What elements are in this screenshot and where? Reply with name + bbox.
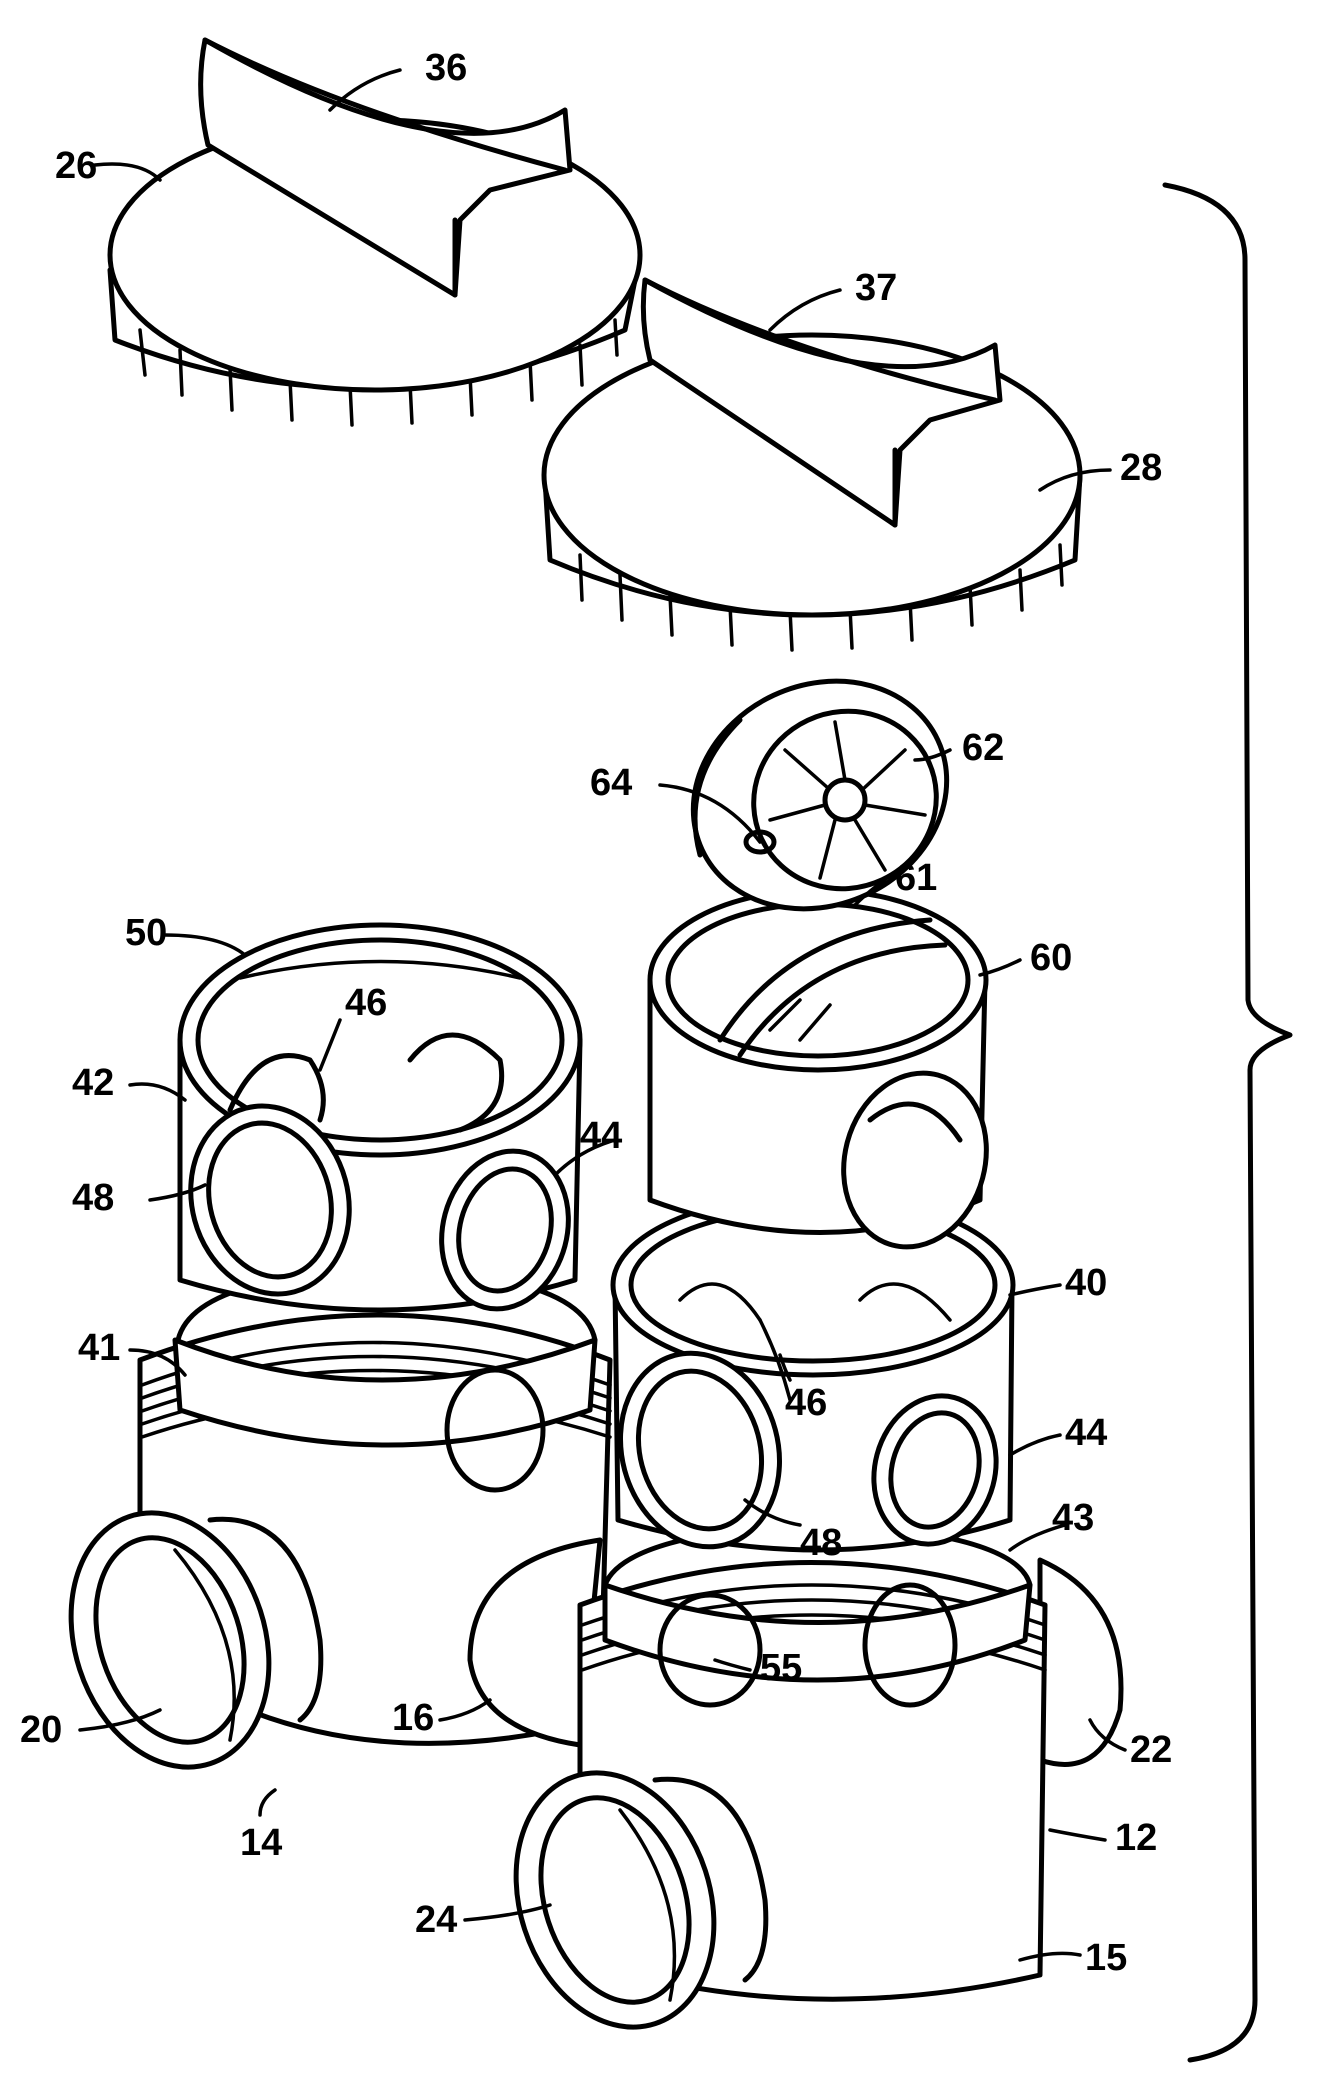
cap-26: [107, 37, 643, 427]
label-46-lower: 46: [785, 1382, 827, 1424]
label-26: 26: [55, 145, 97, 187]
housing-lug-22: [1037, 1557, 1124, 1767]
label-64: 64: [590, 762, 632, 804]
label-40: 40: [1065, 1262, 1107, 1304]
sleeve-43: [602, 1527, 1033, 1708]
label-37: 37: [855, 267, 897, 309]
label-36: 36: [425, 47, 467, 89]
reference-labels: 36 26 37 28 62 64 61 60 50 46 42 44 48 4…: [20, 47, 1172, 1979]
label-24: 24: [415, 1899, 457, 1941]
label-61: 61: [895, 857, 937, 899]
label-60: 60: [1030, 937, 1072, 979]
label-12: 12: [1115, 1817, 1157, 1859]
label-14: 14: [240, 1822, 282, 1864]
label-15: 15: [1085, 1937, 1127, 1979]
cylinder-42: [177, 922, 583, 1313]
label-48-upper: 48: [72, 1177, 114, 1219]
leader-lines: [78, 68, 1127, 1962]
cap-28: [541, 277, 1083, 652]
label-44-lower: 44: [1065, 1412, 1107, 1454]
label-55: 55: [760, 1647, 802, 1689]
label-50: 50: [125, 912, 167, 954]
label-20: 20: [20, 1709, 62, 1751]
label-46-upper: 46: [345, 982, 387, 1024]
disc-62: [690, 678, 950, 912]
label-43: 43: [1052, 1497, 1094, 1539]
label-28: 28: [1120, 447, 1162, 489]
cylinder-61: [647, 887, 989, 1250]
bracket-12: [1162, 182, 1293, 2063]
label-48-lower: 48: [800, 1522, 842, 1564]
label-44-upper: 44: [580, 1115, 622, 1157]
label-22: 22: [1130, 1729, 1172, 1771]
label-62: 62: [962, 727, 1004, 769]
cylinder-40: [610, 1192, 1016, 1553]
label-16: 16: [392, 1697, 434, 1739]
label-41: 41: [78, 1327, 120, 1369]
label-42: 42: [72, 1062, 114, 1104]
